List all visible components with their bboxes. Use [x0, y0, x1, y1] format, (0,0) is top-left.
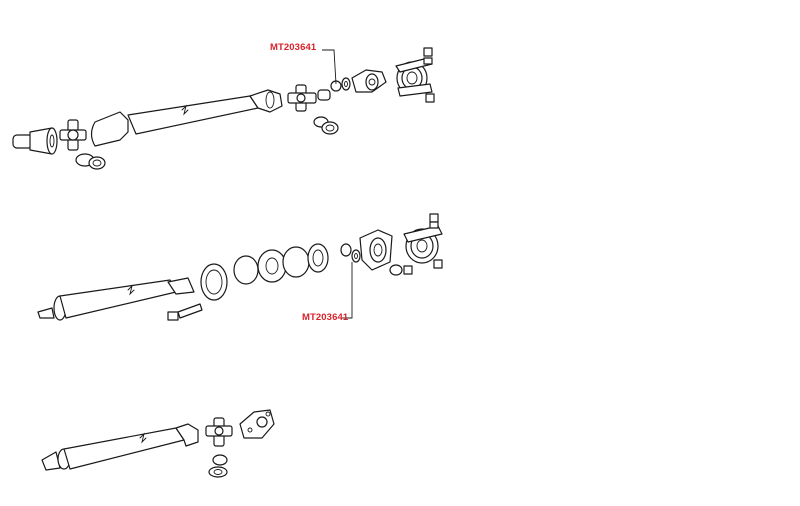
bearing-cup-top-center	[313, 116, 339, 135]
part-number-callout-upper: MT203641	[270, 42, 317, 53]
propeller-tube-middle	[37, 277, 195, 321]
part-number-callout-middle: MT203641	[302, 312, 349, 323]
assembly-middle	[37, 213, 443, 321]
universal-joint-spider-bottom	[205, 417, 233, 447]
assembly-bottom	[41, 409, 275, 478]
coupling-middle	[233, 243, 329, 285]
flange-yoke-bottom	[239, 409, 275, 439]
universal-joint-spider-top-center	[287, 84, 331, 112]
propeller-tube-bottom	[41, 423, 199, 471]
front-flange-yoke-top	[12, 127, 58, 155]
bolts-top	[423, 47, 435, 103]
callout-leader-upper	[322, 49, 337, 85]
washer-middle	[340, 243, 361, 263]
assembly-top	[12, 47, 435, 170]
sleeve-yoke-middle	[359, 229, 393, 271]
center-bearing-middle	[403, 225, 443, 264]
callout-leader-middle	[340, 262, 353, 319]
bolt-middle	[167, 303, 203, 321]
bearing-cup-top-left	[75, 153, 106, 170]
washer-top	[330, 77, 351, 92]
bearing-cup-bottom	[208, 454, 228, 478]
bolts-middle	[389, 213, 443, 276]
sleeve-yoke-top	[351, 69, 387, 93]
universal-joint-spider-top-left	[59, 119, 87, 151]
propeller-tube-top	[90, 89, 283, 147]
flange-ring-middle	[200, 263, 228, 301]
